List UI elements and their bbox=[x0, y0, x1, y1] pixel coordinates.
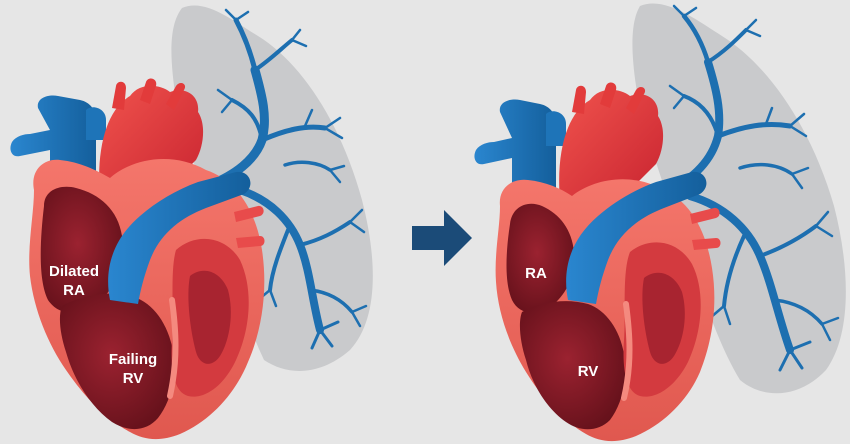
label-ra: RA bbox=[516, 264, 556, 283]
label-rv: RV bbox=[568, 362, 608, 381]
before-panel bbox=[10, 5, 372, 439]
label-failing-rv: Failing RV bbox=[98, 350, 168, 388]
after-panel bbox=[474, 3, 845, 441]
right-arrow-icon bbox=[412, 210, 472, 266]
label-dilated-ra: Dilated RA bbox=[42, 262, 106, 300]
